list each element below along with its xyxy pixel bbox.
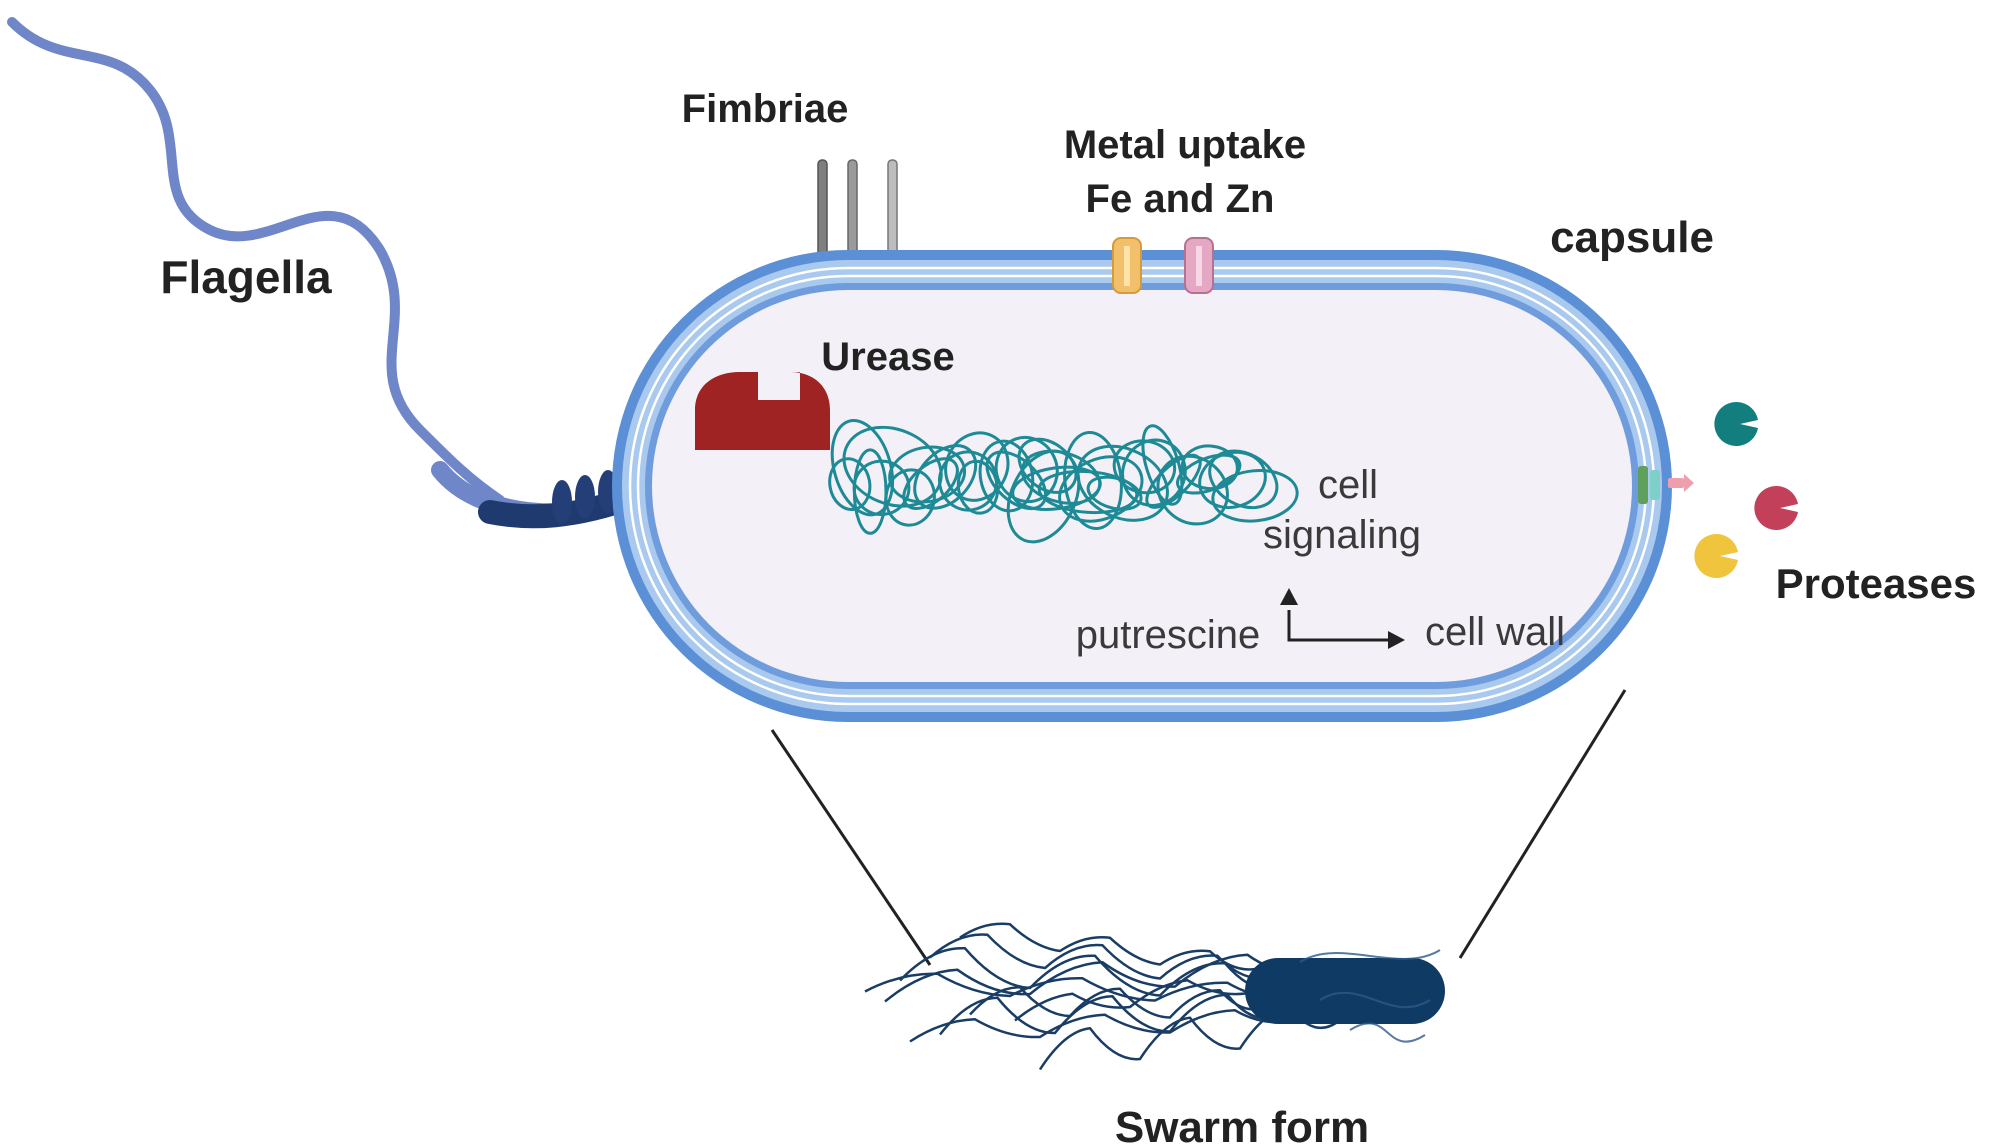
swarm-flagella-overlay	[1299, 949, 1441, 1043]
metal-uptake-channels	[1112, 237, 1214, 294]
putrescine-label: putrescine	[1076, 613, 1261, 657]
proteases-label: Proteases	[1776, 560, 1977, 607]
swarm-flagellum	[864, 972, 1301, 1002]
cell-wall-label: cell wall	[1425, 610, 1565, 654]
swarm-flagellum	[929, 933, 1276, 980]
swarm-flagella	[864, 922, 1361, 1071]
urease-enzyme	[695, 372, 830, 450]
signaling-arrow-line	[1287, 610, 1390, 642]
swarm-cell-body	[1245, 958, 1445, 1024]
secretion-tip	[1668, 478, 1684, 488]
protease-red	[1754, 486, 1798, 531]
dna-loop	[852, 459, 911, 517]
dna-loop	[956, 459, 999, 515]
nucleoid-dna	[828, 419, 1299, 544]
fe-channel-pore	[1124, 246, 1130, 286]
swarm-flagellum	[969, 986, 1271, 1019]
zn-channel-pore	[1196, 246, 1202, 286]
flagellum	[7, 17, 647, 529]
dna-loop	[913, 444, 978, 510]
dna-loop	[978, 439, 1035, 513]
dna-loop	[1208, 449, 1279, 510]
urease-label: Urease	[821, 335, 954, 379]
cell-signaling-label-line2: signaling	[1263, 513, 1421, 557]
dna-loop	[1017, 437, 1078, 494]
swarm-form-label: Swarm form	[1115, 1103, 1369, 1147]
zoom-line-right	[1458, 689, 1627, 959]
secretion-system	[1638, 466, 1694, 504]
zoom-line-left	[770, 729, 932, 966]
dna-loop	[994, 435, 1059, 504]
flagellum-motor-ring	[552, 480, 572, 524]
cell-signaling-label-line1: cell	[1318, 463, 1378, 507]
swarm-flagellum	[1299, 949, 1441, 963]
signaling-arrows	[1280, 588, 1405, 649]
secretion-pore	[1638, 466, 1648, 504]
protease-yellow	[1694, 534, 1738, 578]
swarm-flagellum	[1319, 991, 1431, 1009]
secretion-tip	[1684, 474, 1694, 492]
flagella-label: Flagella	[160, 251, 332, 303]
fimbriae-label: Fimbriae	[682, 87, 849, 131]
proteases	[1694, 402, 1798, 578]
arrowhead-right	[1388, 631, 1405, 649]
capsule-label: capsule	[1550, 213, 1714, 262]
arrowhead-up	[1280, 588, 1298, 605]
swarm-flagellum	[1349, 1022, 1426, 1043]
dna-loop	[1180, 444, 1239, 491]
dna-loop	[1211, 469, 1299, 523]
dna-loop	[985, 450, 1048, 511]
metal-uptake-label: Metal uptake	[1064, 123, 1306, 167]
flagellum-motor-ring	[575, 475, 595, 519]
metal-uptake-sublabel: Fe and Zn	[1086, 177, 1275, 221]
swarm-cell	[864, 922, 1445, 1071]
swarm-flagellum	[959, 922, 1261, 971]
swarm-flagellum	[884, 953, 1321, 1003]
protease-teal	[1714, 402, 1758, 446]
dna-loop	[944, 431, 1010, 502]
swarm-flagellum	[899, 947, 1291, 997]
secretion-pore	[1650, 470, 1660, 500]
swarm-flagellum	[909, 1009, 1301, 1043]
flagellum-filament	[7, 17, 505, 505]
